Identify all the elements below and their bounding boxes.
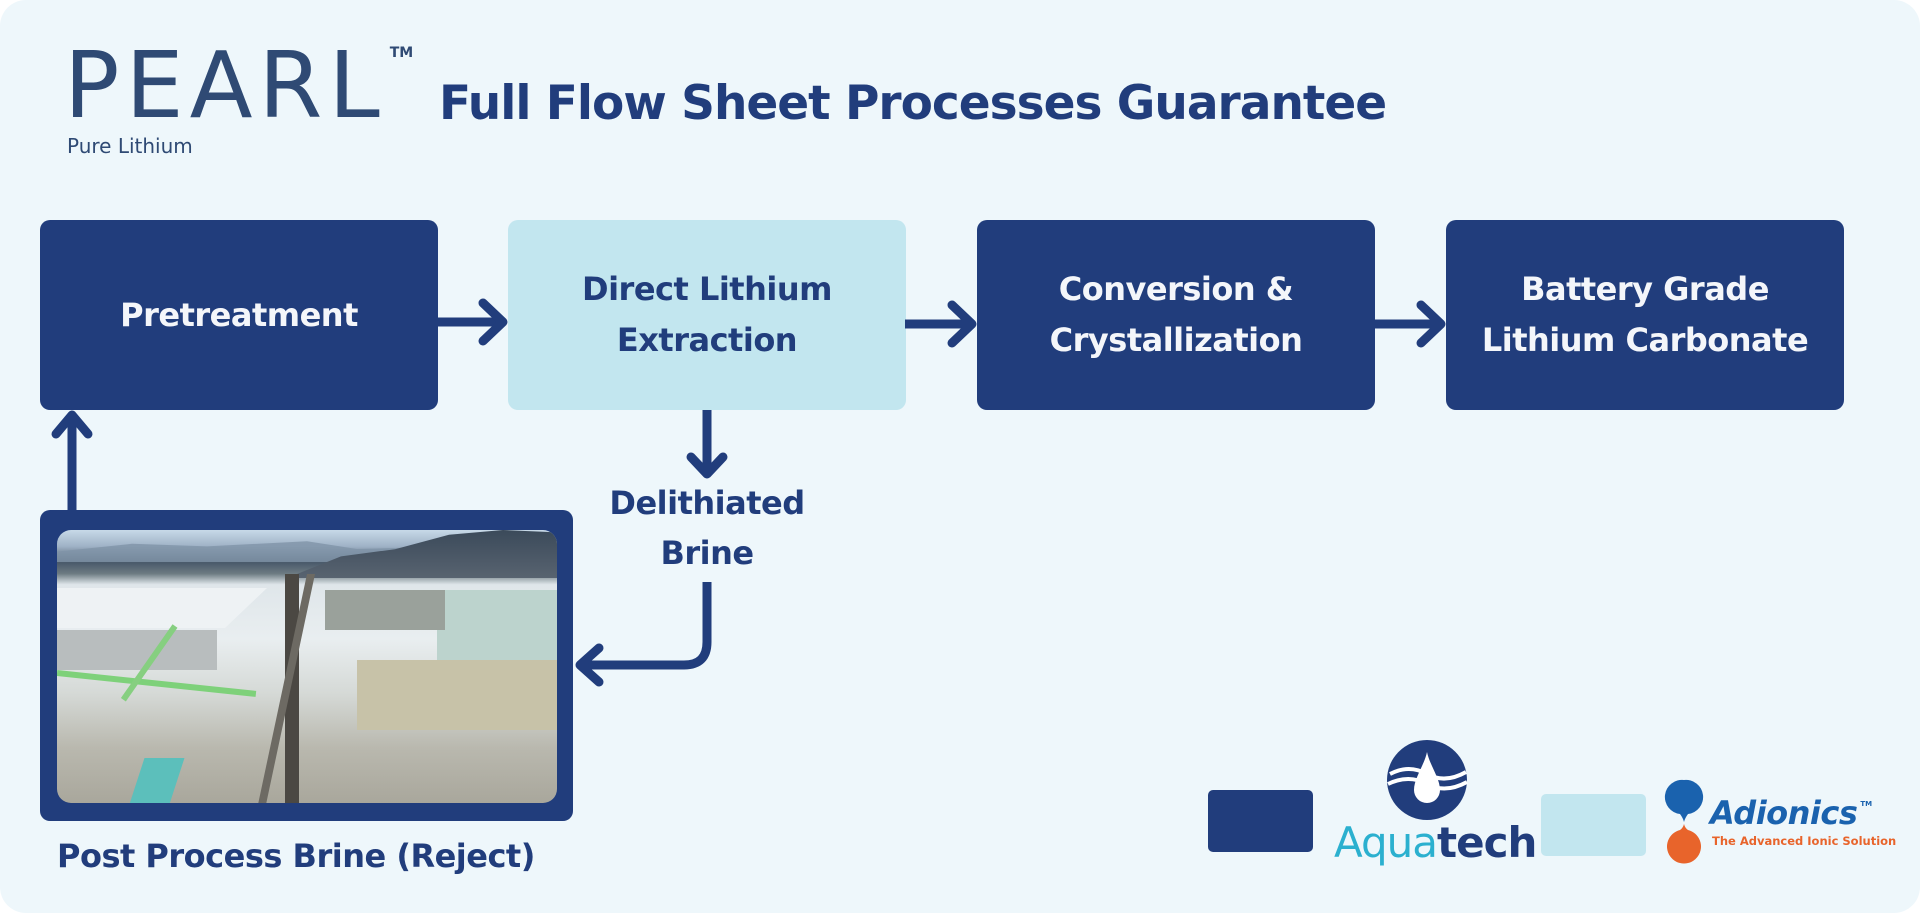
page-title: Full Flow Sheet Processes Guarantee	[439, 76, 1387, 131]
arrow-reject-to-pretreatment	[51, 410, 93, 510]
arrow-pretreatment-to-dle	[437, 298, 508, 346]
logo-wordmark-row: PEARL TM	[64, 40, 413, 132]
post-process-brine-photo-frame	[40, 510, 573, 821]
arrow-dle-to-delithiated-brine	[686, 410, 728, 479]
adionics-logo: Adionics TM The Advanced Ionic Solution	[1664, 778, 1896, 864]
adionics-tagline: The Advanced Ionic Solution	[1712, 834, 1897, 848]
step-label: Direct Lithium Extraction	[582, 270, 832, 359]
aquatech-wordmark: Aquatech	[1334, 818, 1537, 867]
arrow-dle-to-conversion	[905, 300, 977, 348]
adionics-drops-icon	[1664, 779, 1704, 864]
arrow-conversion-to-product	[1375, 300, 1446, 348]
step-direct-lithium-extraction: Direct Lithium Extraction	[508, 220, 906, 410]
adionics-wordmark: Adionics	[1710, 794, 1858, 832]
aerial-brine-site-photo	[57, 530, 557, 803]
logo-tagline: Pure Lithium	[67, 134, 193, 158]
arrow-brine-to-reject	[575, 582, 712, 687]
step-label: Battery Grade Lithium Carbonate	[1481, 270, 1809, 359]
step-conversion-crystallization: Conversion & Crystallization	[977, 220, 1375, 410]
step-label: Pretreatment	[120, 295, 358, 334]
aquatech-logo: Aquatech	[1334, 740, 1537, 870]
logo-wordmark: PEARL	[64, 32, 386, 139]
step-pretreatment: Pretreatment	[40, 220, 438, 410]
step-label: Conversion & Crystallization	[1049, 270, 1303, 359]
aquatech-drop-icon	[1387, 740, 1468, 820]
pearl-logo: PEARL TM Pure Lithium	[64, 40, 413, 159]
adionics-trademark: TM	[1860, 800, 1873, 808]
legend-swatch-aquatech	[1208, 790, 1313, 852]
delithiated-brine-label: Delithiated Brine	[609, 484, 805, 572]
aquatech-wordmark-aqua: Aqua	[1334, 818, 1438, 867]
step-battery-grade-lithium-carbonate: Battery Grade Lithium Carbonate	[1446, 220, 1844, 410]
adionics-text: Adionics TM The Advanced Ionic Solution	[1710, 794, 1896, 848]
logo-trademark: TM	[389, 45, 414, 61]
post-process-brine-caption: Post Process Brine (Reject)	[57, 837, 535, 875]
legend-swatch-adionics	[1541, 794, 1646, 856]
aquatech-wordmark-tech: tech	[1437, 818, 1537, 867]
adionics-wordmark-row: Adionics TM	[1710, 794, 1872, 832]
